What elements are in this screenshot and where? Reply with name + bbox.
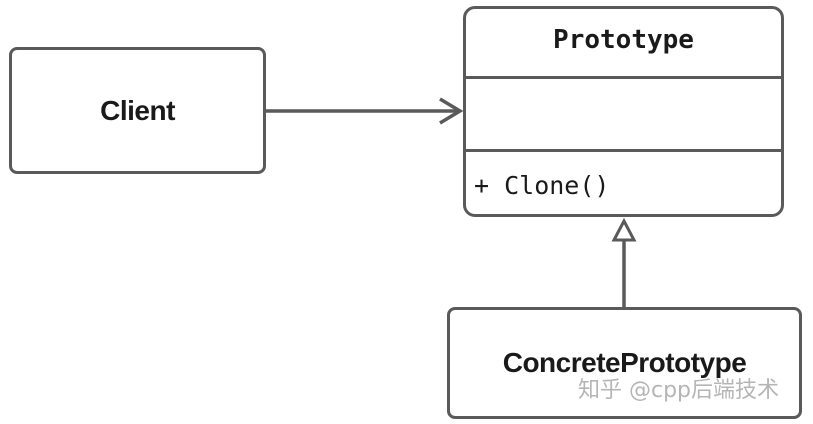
concrete-prototype-box: ConcretePrototype: [447, 307, 802, 419]
watermark: 知乎 @cpp后端技术: [578, 378, 780, 403]
client-box: Client: [9, 47, 266, 174]
concrete-prototype-label: ConcretePrototype: [502, 347, 747, 378]
prototype-attributes-section: [466, 79, 781, 152]
association-arrowhead: [439, 97, 464, 125]
realization-arrowhead: [611, 217, 637, 242]
prototype-class-box: Prototype + Clone(): [463, 6, 784, 217]
prototype-class-name: Prototype: [553, 25, 694, 55]
prototype-methods-section: + Clone(): [466, 152, 781, 214]
prototype-name-section: Prototype: [466, 9, 781, 79]
clone-method: + Clone(): [474, 171, 610, 200]
client-label: Client: [100, 94, 175, 126]
